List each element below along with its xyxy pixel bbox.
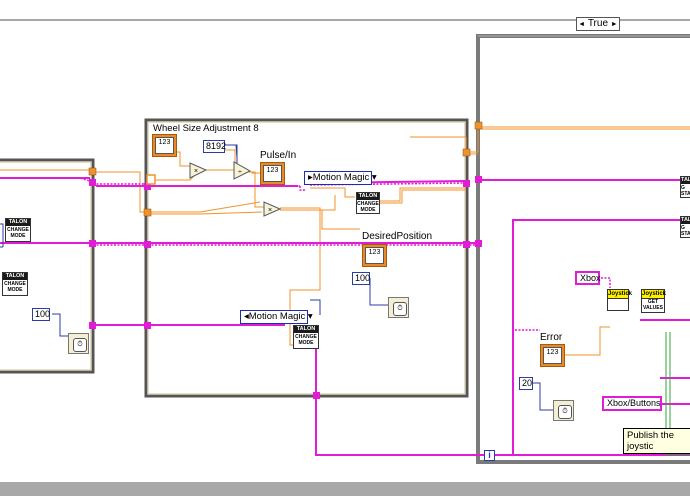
svg-text:×: ×	[194, 168, 198, 175]
wheel-frame-border	[144, 118, 469, 398]
clock-icon: ⏱	[558, 405, 572, 419]
tunnel	[475, 176, 482, 183]
vi-header: TALON	[357, 193, 379, 200]
vi-header: TALON	[294, 326, 318, 333]
talon-change-mode-vi-left-2[interactable]: TALON CHANGE MODE	[2, 272, 28, 296]
clock-icon: ⏱	[73, 338, 87, 352]
error-indicator[interactable]: 123	[540, 344, 565, 367]
motion-magic-enum-bottom[interactable]: ◂Motion Magic ▾	[240, 310, 313, 324]
numeric-control-top-left[interactable]: 123	[152, 134, 177, 157]
outer-loop-bottom-border	[0, 482, 690, 496]
divide-node	[233, 161, 252, 180]
vi-body: G STA	[681, 185, 690, 197]
svg-text:÷: ÷	[238, 169, 242, 176]
vi-body: GET VALUES	[643, 299, 663, 311]
numeric-display: 123	[543, 347, 562, 364]
tunnel	[313, 392, 320, 399]
tunnel	[475, 240, 482, 247]
tunnel	[143, 208, 152, 217]
vi-header: TALON	[681, 217, 690, 224]
joystick-comment: Publish the joystic robot sees to the	[623, 428, 690, 454]
clock-icon: ⏱	[393, 302, 407, 316]
numeric-constant-small	[146, 174, 156, 185]
tunnel	[89, 179, 96, 186]
vi-body: CHANGE MODE	[357, 201, 379, 213]
tunnel	[463, 241, 470, 248]
wait-function-right[interactable]: ⏱	[553, 400, 574, 421]
tunnel	[144, 241, 151, 248]
error-label: Error	[540, 332, 563, 343]
desired-position-indicator[interactable]: 123	[362, 244, 387, 267]
constant-20[interactable]: 20	[519, 377, 533, 390]
tunnel	[89, 240, 96, 247]
xbox-string-constant[interactable]: Xbox	[575, 271, 601, 285]
tunnel	[462, 148, 471, 157]
vi-body: CHANGE MODE	[4, 281, 26, 293]
vi-body: CHANGE MODE	[295, 334, 317, 346]
tunnel	[144, 183, 151, 190]
iteration-terminal[interactable]: i	[484, 450, 495, 461]
talon-get-status-vi-2[interactable]: TALON G STA	[680, 216, 690, 238]
constant-8192[interactable]: 8192	[203, 140, 226, 153]
tunnel	[88, 167, 97, 176]
xbox-buttons-string-constant[interactable]: Xbox/Buttons	[602, 396, 662, 411]
selector-left-arrow[interactable]: ◄	[578, 21, 586, 28]
vi-body: CHANGE MODE	[7, 227, 29, 239]
numeric-display: 123	[263, 165, 282, 182]
multiply-node	[189, 162, 208, 179]
talon-change-mode-vi-left-1[interactable]: TALON CHANGE MODE	[5, 218, 31, 242]
vi-header: Joystick	[608, 290, 633, 299]
vi-header: TALON	[681, 177, 690, 184]
constant-100-mid[interactable]: 100	[352, 272, 370, 285]
vi-body: G STA	[681, 225, 690, 237]
case-selector[interactable]: ◄ True ►	[576, 17, 620, 31]
tunnel	[89, 322, 96, 329]
svg-text:×: ×	[268, 207, 272, 214]
selector-right-arrow[interactable]: ►	[610, 21, 618, 28]
numeric-display: 123	[155, 137, 174, 154]
vi-header: TALON	[3, 273, 27, 280]
wheel-frame-label: Wheel Size Adjustment 8	[153, 123, 259, 134]
multiply-node	[263, 201, 282, 217]
desired-position-label: DesiredPosition	[362, 231, 433, 242]
left-frame-border	[0, 158, 95, 374]
talon-get-status-vi-1[interactable]: TALON G STA	[680, 176, 690, 198]
wait-function-mid[interactable]: ⏱	[388, 297, 409, 318]
selector-value: True	[587, 18, 609, 29]
pulse-in-indicator[interactable]: 123	[260, 162, 285, 185]
vi-header: Joystick	[642, 290, 667, 299]
tunnel	[463, 180, 470, 187]
tunnel	[474, 121, 483, 130]
tunnel	[144, 322, 151, 329]
pulse-in-label: Pulse/In	[260, 150, 297, 161]
vi-header: TALON	[6, 219, 30, 226]
joystick-vi[interactable]: Joystick	[607, 289, 633, 311]
talon-change-mode-vi-bottom[interactable]: TALON CHANGE MODE	[293, 325, 319, 349]
talon-change-mode-vi-top[interactable]: TALON CHANGE MODE	[356, 192, 380, 214]
motion-magic-enum-top[interactable]: ▸Motion Magic ▾	[304, 171, 377, 185]
numeric-display: 123	[365, 247, 384, 264]
wait-function-left[interactable]: ⏱	[68, 333, 89, 354]
constant-100-left[interactable]: 100	[32, 308, 50, 321]
joystick-get-values-vi[interactable]: Joystick GET VALUES	[641, 289, 667, 313]
